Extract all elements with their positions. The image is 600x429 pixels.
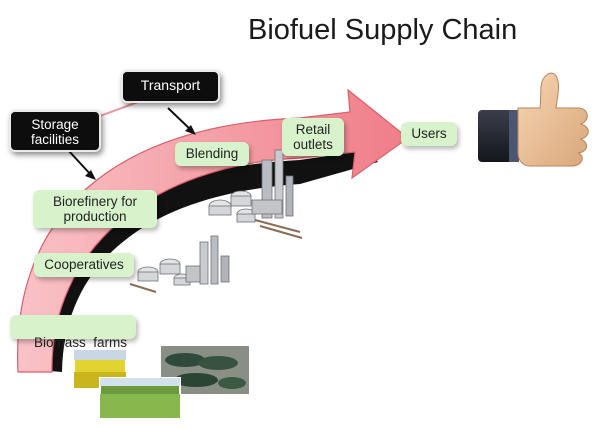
retail-label-line2: outlets [293,137,333,152]
users-label: Users [411,126,447,141]
cooperatives-label: Cooperatives [44,257,124,272]
storage-label-line1: Storage [31,117,79,132]
storage-label-line2: facilities [30,132,79,147]
retail-label-line1: Retail [295,122,331,137]
treatment-ponds-photo [159,344,251,396]
storage-facilities-box: Storage facilities [9,110,101,152]
cooperatives-stage: Cooperatives [34,253,134,277]
diagram-title: Biofuel Supply Chain [248,14,518,46]
biomass-farms-stage: Biomass farms [10,315,136,350]
users-stage: Users [401,122,457,146]
biorefinery-label-line2: production [63,209,127,224]
cooperative-plant-icon [129,235,230,293]
thumbs-up-icon [478,72,589,167]
transport-to-blending-arrow [167,107,196,135]
retail-outlets-stage: Retail outlets [282,118,344,156]
biorefinery-plant-icon [208,149,303,239]
biorefinery-label-line1: Biorefinery for [52,194,138,209]
biomass-farms-label: Biomass farms [33,335,128,350]
blending-stage: Blending [175,142,249,166]
grass-field-photo [99,377,181,419]
storage-to-arrow-pointer [67,149,96,180]
transport-box: Transport [121,70,220,103]
blending-label: Blending [185,146,239,161]
biorefinery-stage: Biorefinery for production [33,190,157,228]
biomass-farm-photos [73,344,251,419]
transport-label: Transport [140,77,201,93]
